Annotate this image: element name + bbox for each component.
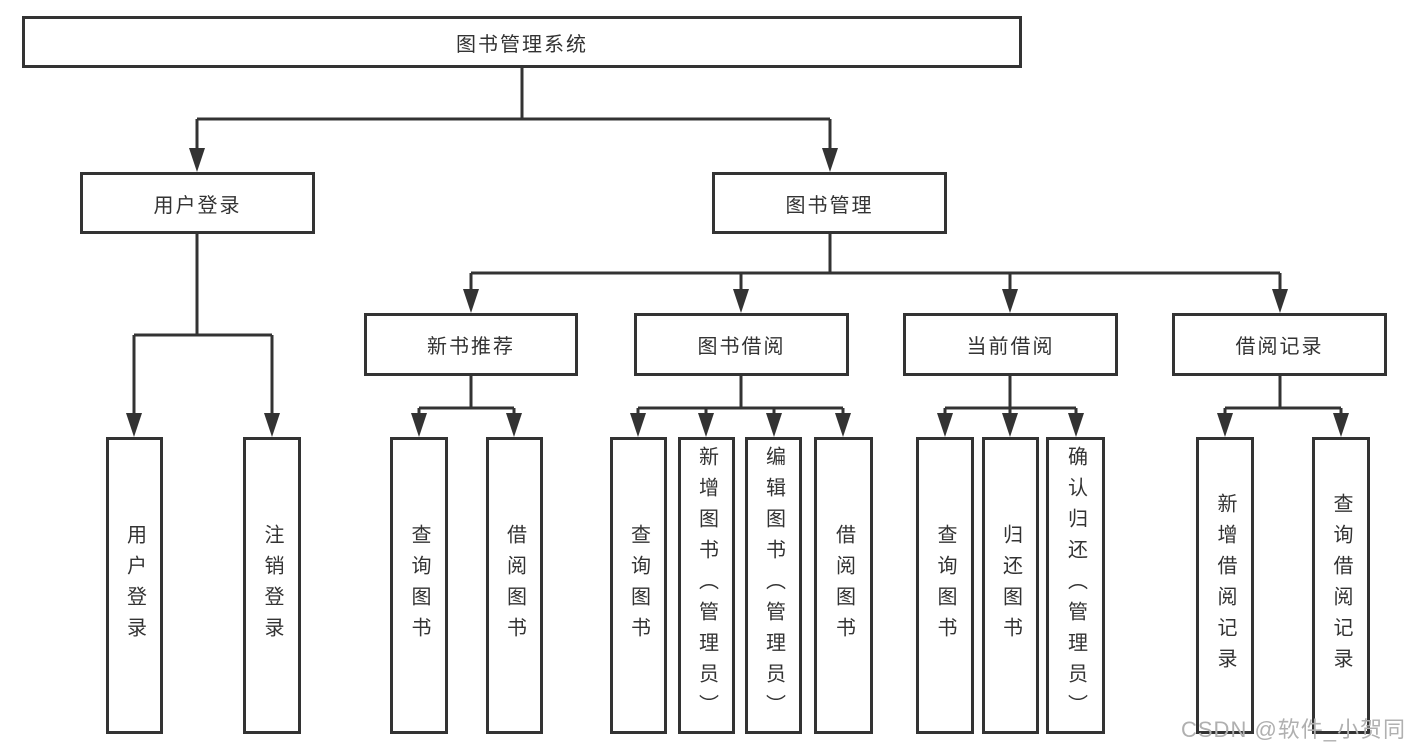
leaf-borrow-borrow-book: 借阅图书	[814, 437, 873, 734]
leaf-current-confirm-return-admin: 确认归还（管理员）	[1046, 437, 1105, 734]
leaf-user-login: 用户登录	[106, 437, 163, 734]
node-label: 注销登录	[261, 523, 283, 648]
leaf-current-query-book: 查询图书	[916, 437, 974, 734]
node-label: 图书借阅	[697, 336, 786, 358]
node-borrowing-records: 借阅记录	[1172, 313, 1387, 376]
leaf-borrow-query-book: 查询图书	[610, 437, 667, 734]
node-current-borrowing: 当前借阅	[903, 313, 1118, 376]
leaf-logout-login: 注销登录	[243, 437, 301, 734]
leaf-borrow-edit-book-admin: 编辑图书（管理员）	[745, 437, 802, 734]
csdn-watermark: CSDN @软件_小贺同学	[1181, 717, 1405, 742]
node-label: 归还图书	[999, 523, 1022, 648]
node-label: 图书管理系统	[456, 33, 588, 56]
node-label: 编辑图书（管理员）	[762, 446, 785, 725]
node-label: 查询图书	[408, 523, 430, 648]
leaf-current-return-book: 归还图书	[982, 437, 1039, 734]
leaf-records-add-borrow-record: 新增借阅记录	[1196, 437, 1254, 734]
node-label: 确认归还（管理员）	[1064, 446, 1087, 725]
node-label: 新书推荐	[427, 336, 515, 358]
node-label: 用户登录	[153, 194, 242, 217]
node-label: 新增图书（管理员）	[695, 446, 718, 725]
node-label: 借阅图书	[503, 523, 526, 648]
node-new-book-recommendation: 新书推荐	[364, 313, 578, 376]
node-book-borrowing: 图书借阅	[634, 313, 849, 376]
leaf-records-query-borrow-record: 查询借阅记录	[1312, 437, 1370, 734]
node-label: 图书管理	[785, 194, 874, 217]
node-library-management-system: 图书管理系统	[22, 16, 1022, 68]
node-label: 用户登录	[123, 523, 146, 648]
arrow-down-icons	[126, 148, 1349, 437]
node-label: 当前借阅	[966, 336, 1055, 358]
node-label: 借阅记录	[1235, 336, 1324, 358]
node-label: 查询图书	[934, 523, 956, 648]
node-book-management: 图书管理	[712, 172, 947, 234]
leaf-borrow-add-book-admin: 新增图书（管理员）	[678, 437, 735, 734]
node-label: 新增借阅记录	[1214, 492, 1236, 679]
node-label: 查询图书	[627, 523, 650, 648]
node-label: 查询借阅记录	[1330, 492, 1352, 679]
leaf-recommend-query-book: 查询图书	[390, 437, 448, 734]
leaf-recommend-borrow-book: 借阅图书	[486, 437, 543, 734]
node-user-login: 用户登录	[80, 172, 315, 234]
node-label: 借阅图书	[832, 523, 855, 648]
